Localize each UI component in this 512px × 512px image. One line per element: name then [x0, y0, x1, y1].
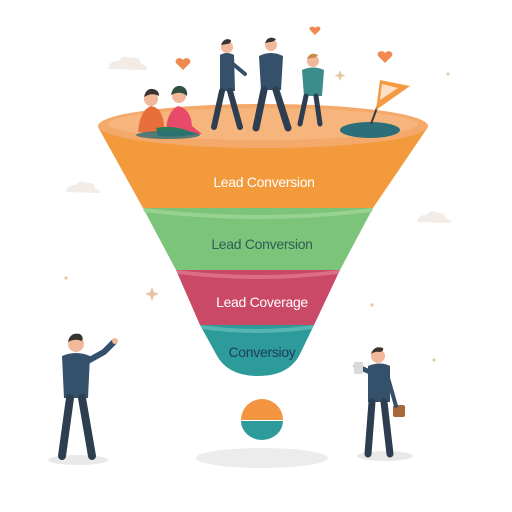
background-clouds [66, 56, 452, 223]
funnel-stage-label: Conversioy [228, 344, 295, 360]
sparkle-dot-3 [370, 303, 374, 307]
sparkle-2 [334, 70, 346, 81]
output-drop [241, 399, 283, 440]
cloud-top-left [108, 56, 148, 70]
heart-icon [309, 26, 321, 35]
band-highlight [176, 270, 340, 279]
funnel-stage-4 [200, 325, 314, 376]
output-drop-top [241, 399, 283, 420]
walking-person-1 [211, 39, 247, 130]
sparkle-1 [145, 287, 159, 301]
funnel-stage-label: Lead Coverage [216, 294, 308, 310]
person-sitting-right [166, 106, 202, 134]
person-hair [171, 85, 188, 96]
band-highlight [143, 208, 373, 219]
sitting-shadow [136, 131, 200, 139]
heart-icon [175, 58, 191, 70]
hearts [175, 26, 393, 70]
heart-icon [377, 51, 393, 63]
sparkle-dot-1 [64, 276, 68, 280]
background-sparkles [64, 70, 450, 362]
funnel-stage-3 [176, 270, 340, 325]
person-sitting-left [138, 106, 168, 134]
funnel-stage-2 [143, 208, 373, 270]
person-head [144, 92, 158, 106]
walking-person-3 [297, 53, 324, 127]
sparkle-dot-4 [432, 358, 436, 362]
person-hair [144, 88, 159, 97]
presenter-left [58, 333, 118, 460]
flag-icon [370, 80, 410, 125]
walking-person-2 [252, 37, 292, 132]
output-drop-bottom [241, 421, 283, 440]
businessman-right [353, 347, 405, 458]
sparkle-dot-2 [446, 72, 450, 76]
funnel-opening [340, 122, 400, 138]
ground-shadow-left [48, 455, 108, 465]
funnel-stage-1 [98, 127, 428, 208]
ground-shadow-center [196, 448, 328, 468]
cloud-left [66, 181, 101, 193]
sitting-people [136, 85, 202, 139]
band-highlight [200, 325, 314, 333]
funnel-stage-label: Lead Conversion [211, 236, 312, 252]
funnel-stage-label: Lead Conversion [213, 174, 314, 190]
cloud-right [417, 211, 452, 223]
